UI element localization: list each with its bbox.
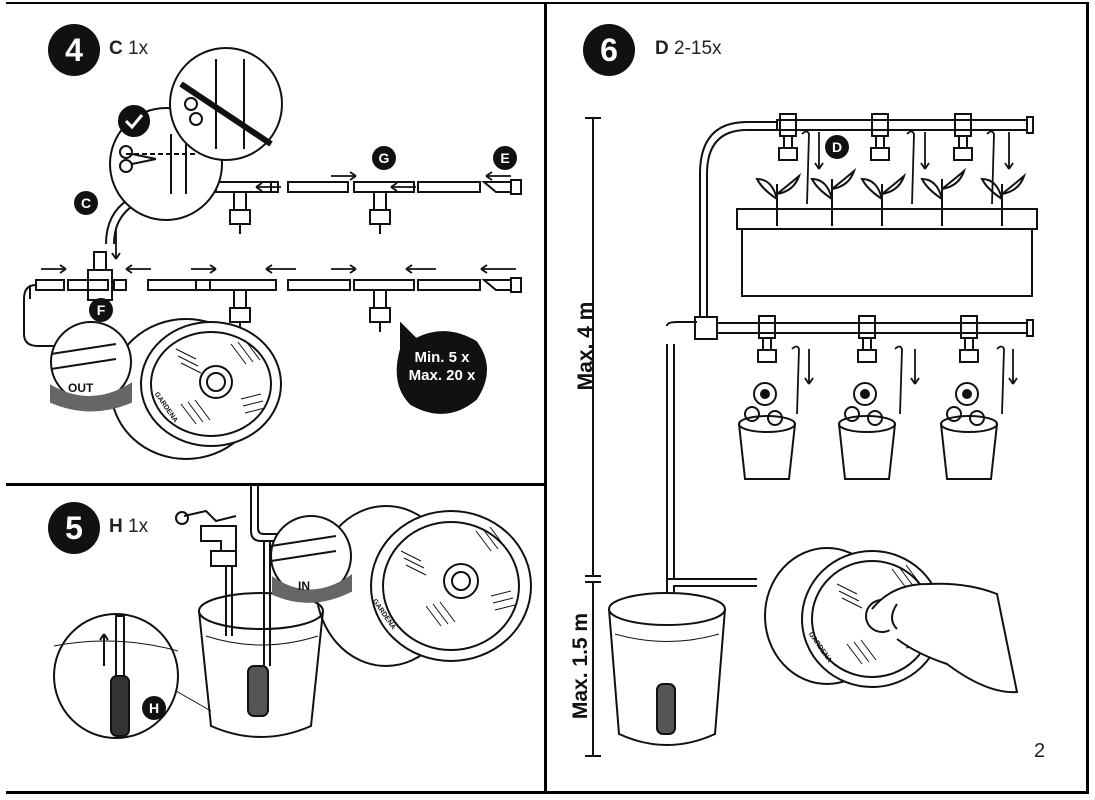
badge-e: E: [493, 146, 517, 170]
in-label: IN: [298, 579, 310, 593]
bubble-min: Min. 5 x: [414, 349, 470, 366]
step-4-illustration: [23, 47, 522, 460]
part-letter: D: [655, 38, 669, 59]
bubble-max: Max. 20 x: [408, 367, 476, 384]
top-border: [6, 2, 1089, 4]
step-4-panel: 4 C 1x C E G F OUT Min. 5 x Max. 20 x GA…: [6, 4, 547, 486]
part-quantity: C 1x: [109, 38, 148, 60]
out-label: OUT: [68, 381, 94, 395]
badge-f: F: [89, 298, 113, 322]
upper-drippers: [778, 113, 973, 161]
lower-drippers: [757, 315, 979, 363]
box-plants: [755, 167, 1027, 226]
step-number: 4: [48, 24, 100, 76]
qty: 1x: [128, 38, 149, 59]
step-number: 5: [48, 502, 100, 554]
flower-pots: [738, 382, 998, 480]
part-quantity: H 1x: [109, 516, 148, 538]
max-height-upper: Max. 4 m: [574, 301, 597, 391]
part-quantity: D 2-15x: [655, 38, 722, 60]
quantity-bubble: Min. 5 x Max. 20 x: [402, 349, 482, 385]
badge-c: C: [74, 191, 98, 215]
part-letter: C: [109, 38, 123, 59]
part-letter: H: [109, 516, 123, 537]
upper-tube-line: [200, 179, 522, 234]
badge-d: D: [825, 135, 849, 159]
hose-reel: [50, 318, 282, 460]
step-6-illustration: [585, 113, 1038, 757]
badge-g: G: [372, 146, 396, 170]
qty: 1x: [128, 516, 149, 537]
qty: 2-15x: [674, 38, 722, 59]
arrows: [41, 171, 516, 274]
step-number: 6: [583, 24, 635, 76]
page-number: 2: [1034, 740, 1046, 762]
badge-h: H: [142, 696, 166, 720]
max-height-lower: Max. 1.5 m: [569, 612, 592, 720]
step-6-panel: 6 D 2-15x D Max. 4 m Max. 1.5 m GARDENA …: [547, 4, 1089, 794]
step-5-panel: 5 H 1x H IN GARDENA: [6, 486, 547, 794]
